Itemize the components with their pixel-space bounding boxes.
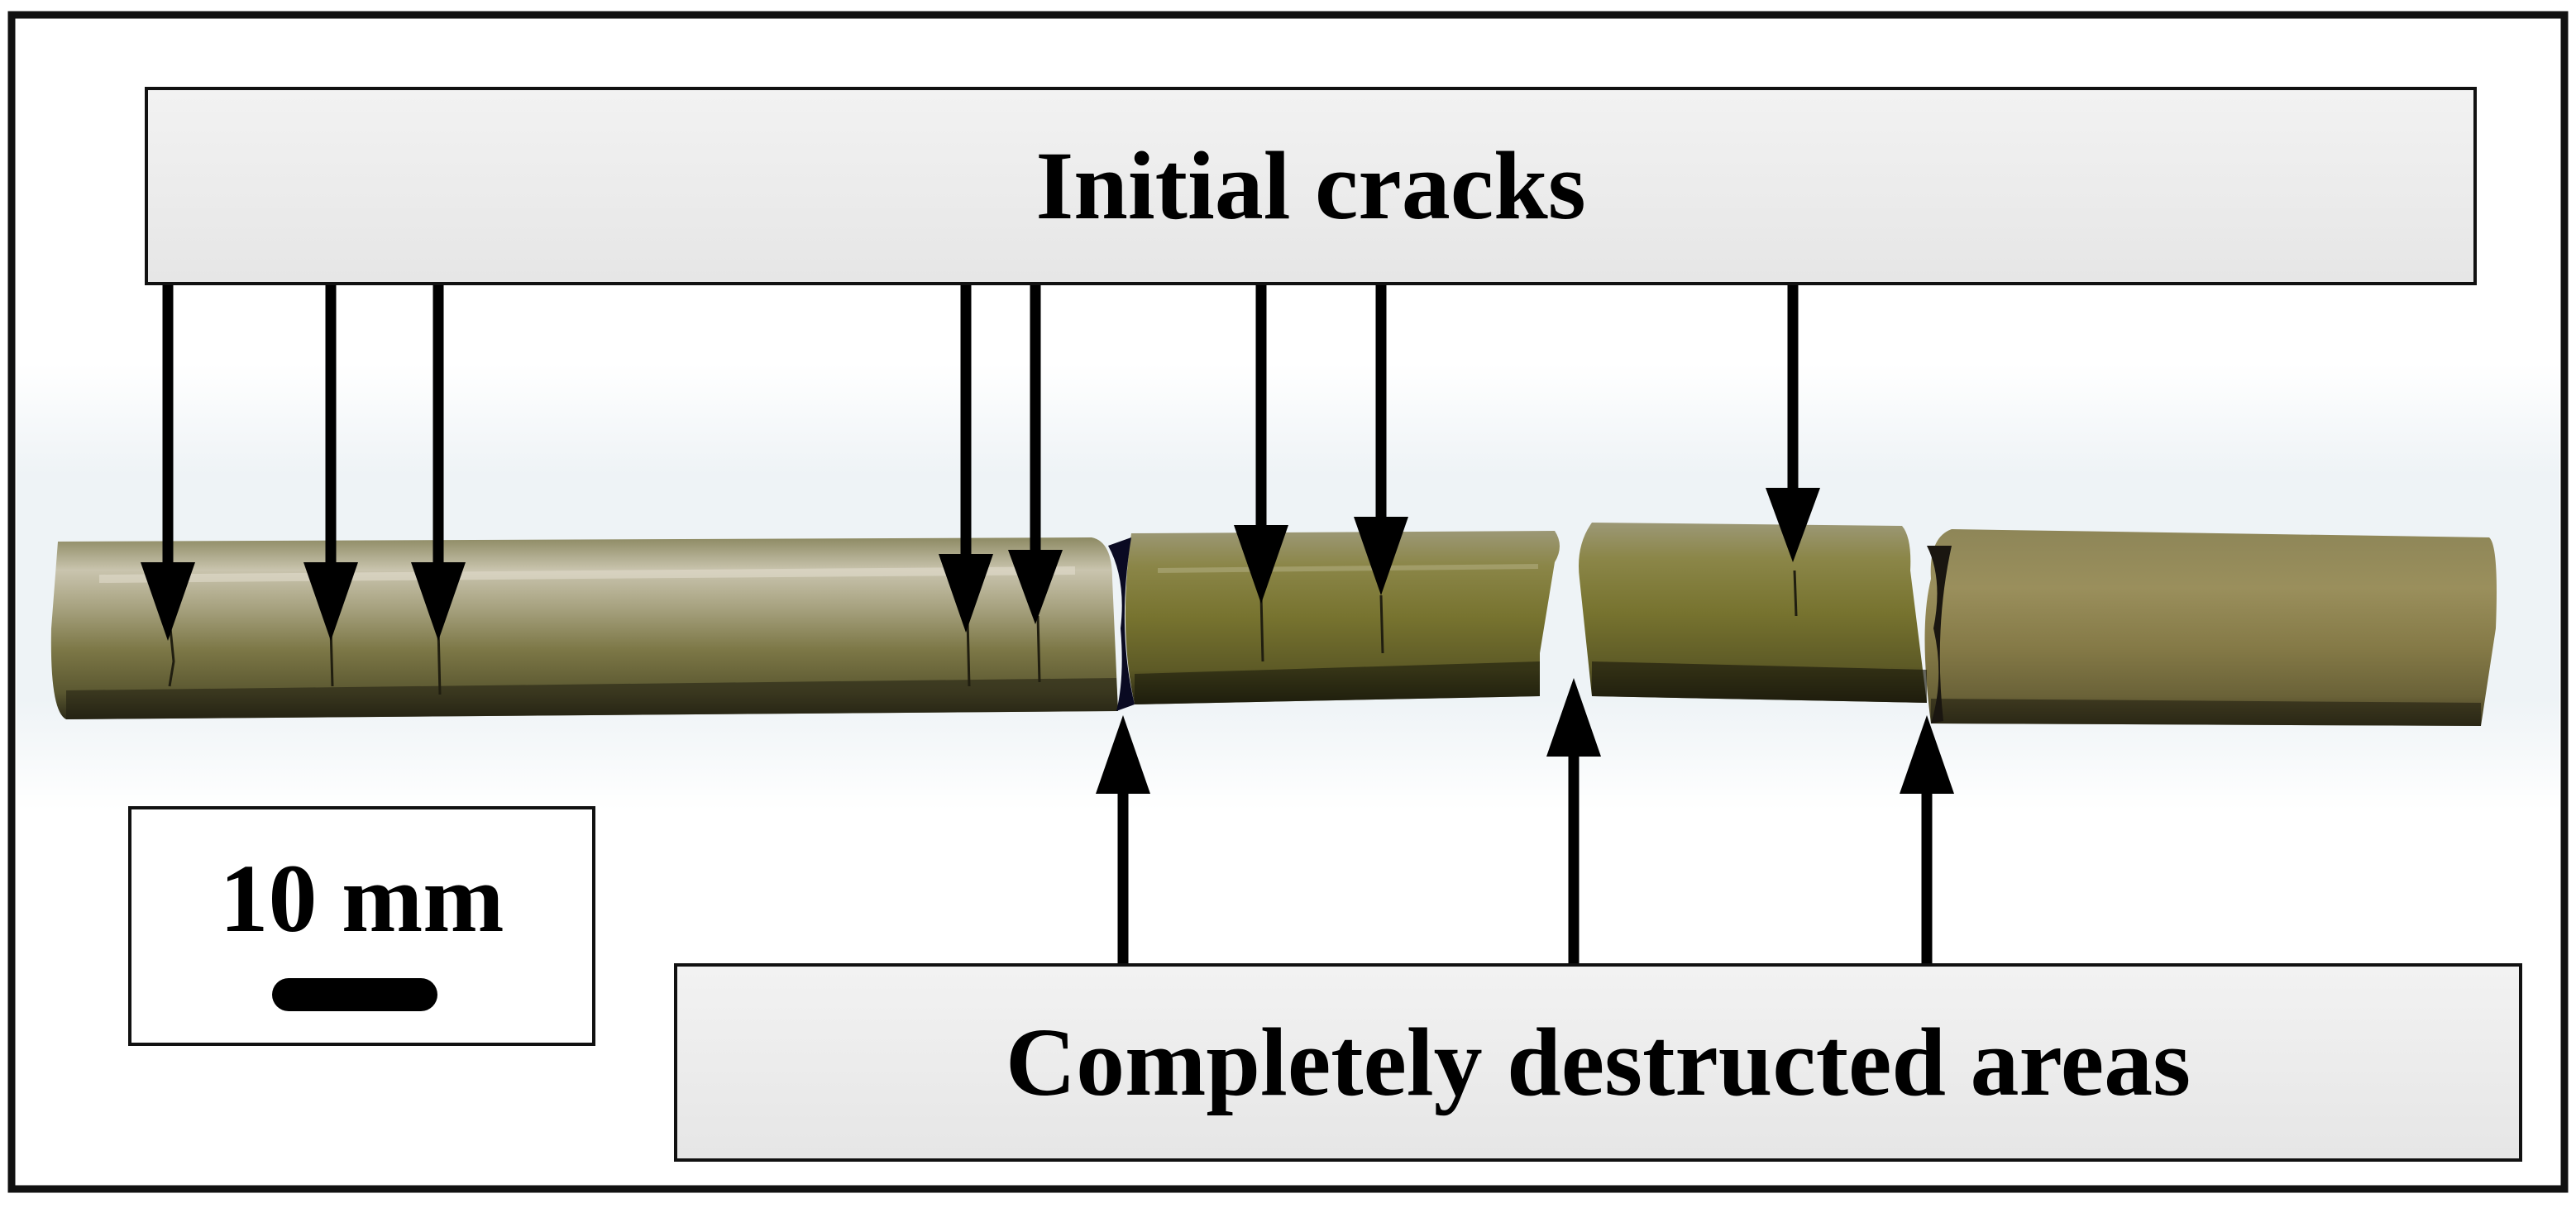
specimen-segment-4 — [1924, 529, 2497, 726]
arrow-down-icon — [1354, 285, 1408, 595]
scale-bar-box: 10 mm — [128, 806, 595, 1046]
scale-bar-icon — [272, 978, 437, 1011]
destructed-areas-label-box: Completely destructed areas — [674, 963, 2522, 1162]
specimen — [50, 523, 2497, 726]
arrow-up-icon — [1900, 715, 1954, 963]
arrow-up-icon — [1546, 678, 1601, 963]
arrow-down-icon — [939, 285, 993, 633]
arrow-down-icon — [303, 285, 358, 641]
arrow-up-icon — [1096, 715, 1150, 963]
arrow-down-icon — [411, 285, 466, 641]
crack-arrows — [141, 285, 1820, 641]
specimen-segment-3 — [1579, 523, 1927, 703]
scale-bar-label: 10 mm — [219, 844, 504, 953]
initial-cracks-label-box: Initial cracks — [145, 87, 2477, 285]
arrow-down-icon — [1008, 285, 1063, 624]
specimen-segment-2 — [1125, 531, 1560, 704]
destruction-arrows — [1096, 678, 1954, 963]
arrow-down-icon — [1766, 285, 1820, 562]
initial-cracks-label: Initial cracks — [1035, 131, 1586, 240]
arrow-down-icon — [141, 285, 195, 641]
arrow-down-icon — [1234, 285, 1288, 604]
destructed-areas-label: Completely destructed areas — [1005, 1008, 2191, 1116]
